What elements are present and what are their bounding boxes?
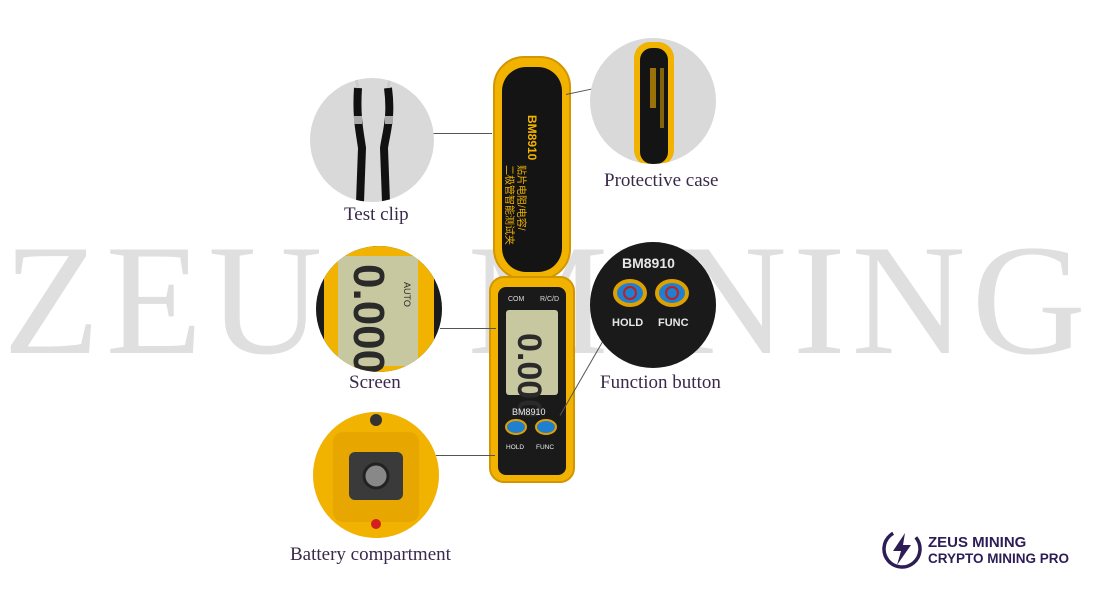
brand-name: ZEUS MINING: [928, 534, 1027, 551]
device-model-lower: BM8910: [512, 407, 546, 417]
screen-image: 0.000 AUTO: [316, 246, 442, 372]
svg-text:FUNC: FUNC: [658, 317, 689, 329]
label-protective-case: Protective case: [604, 170, 719, 191]
label-test-clip: Test clip: [344, 204, 409, 225]
device-image: 0.000 COM R/C/D BM8910 HOLD FUNC BM8910 …: [489, 56, 575, 483]
device-rcd-label: R/C/D: [540, 296, 559, 303]
battery-compartment-image: [313, 412, 439, 538]
svg-text:0.000: 0.000: [510, 333, 548, 418]
zeus-mining-logo-icon: [882, 529, 922, 569]
device-model-upper: BM8910: [525, 115, 539, 161]
svg-text:BM8910: BM8910: [622, 255, 675, 271]
test-clip-image: [310, 78, 434, 202]
label-battery-compartment: Battery compartment: [290, 544, 451, 565]
brand-tagline: CRYPTO MINING PRO: [928, 551, 1070, 566]
device-title-line1: 贴片电阻/电容/: [515, 165, 528, 231]
connector-battery: [435, 455, 495, 456]
svg-text:AUTO: AUTO: [402, 282, 412, 307]
device-lcd: [506, 310, 558, 395]
device-com-label: COM: [508, 296, 525, 303]
device-func-label: FUNC: [536, 444, 554, 451]
device-hold-label: HOLD: [506, 444, 524, 451]
protective-case-image: [590, 38, 716, 164]
svg-text:HOLD: HOLD: [612, 317, 643, 329]
function-button-image: BM8910 HOLD FUNC: [590, 242, 716, 368]
label-screen: Screen: [349, 372, 401, 393]
hold-button-small: [505, 419, 527, 435]
svg-text:0.000: 0.000: [344, 264, 393, 372]
connector-screen: [440, 328, 496, 329]
label-function-button: Function button: [600, 372, 721, 393]
connector-test-clip: [432, 133, 492, 134]
device-title-line2: 二极管智能测试夹: [503, 165, 516, 245]
func-button-small: [535, 419, 557, 435]
